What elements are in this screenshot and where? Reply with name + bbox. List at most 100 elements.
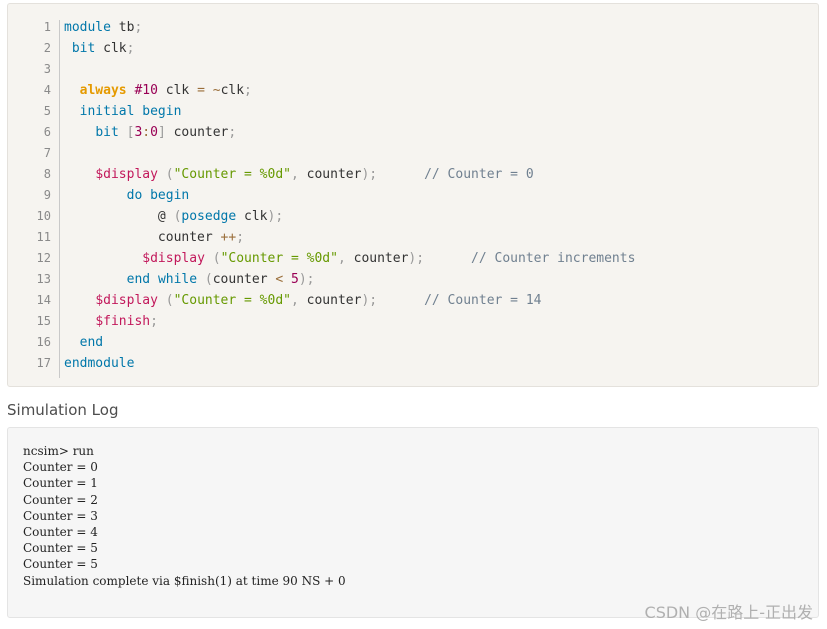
code-line: module tb; xyxy=(64,17,142,38)
log-line: Counter = 2 xyxy=(23,492,98,507)
simulation-log-title: Simulation Log xyxy=(7,401,119,419)
code-token: 0 xyxy=(150,125,158,140)
code-token xyxy=(64,293,95,308)
line-number: 8 xyxy=(43,167,51,181)
code-token: // Counter increments xyxy=(471,251,636,266)
line-number: 17 xyxy=(36,356,51,370)
code-token xyxy=(64,125,95,140)
code-token xyxy=(283,272,291,287)
log-line: Counter = 1 xyxy=(23,476,98,491)
code-token xyxy=(142,188,150,203)
code-token: 5 xyxy=(291,272,299,287)
line-number: 9 xyxy=(43,188,51,202)
code-token xyxy=(119,125,127,140)
line-number: 2 xyxy=(43,41,51,55)
line-number: 4 xyxy=(43,83,51,97)
line-number: 14 xyxy=(36,293,51,307)
code-token: "Counter = %0d" xyxy=(220,251,338,266)
code-line: initial begin xyxy=(64,101,182,122)
code-token: ) xyxy=(298,272,307,287)
code-token xyxy=(64,83,80,98)
code-token: [ xyxy=(126,125,135,140)
code-line: $display ("Counter = %0d", counter); // … xyxy=(64,290,541,311)
code-line: bit clk; xyxy=(64,38,135,59)
code-token: ) xyxy=(267,209,276,224)
code-token: bit xyxy=(71,41,96,56)
code-token: counter xyxy=(212,272,276,287)
code-token: counter xyxy=(345,251,409,266)
code-token xyxy=(158,167,166,182)
code-line: end while (counter < 5); xyxy=(64,269,315,290)
line-number: 5 xyxy=(43,104,51,118)
code-token: module xyxy=(64,20,111,35)
code-token: while xyxy=(157,272,198,287)
code-token xyxy=(64,209,158,224)
code-token: ; xyxy=(126,41,135,56)
code-line: counter ++; xyxy=(64,227,244,248)
code-token xyxy=(64,104,80,119)
line-number: 15 xyxy=(36,314,51,328)
code-token xyxy=(205,251,213,266)
code-token: ; xyxy=(416,251,425,266)
code-token: ; xyxy=(306,272,315,287)
code-token: ; xyxy=(244,83,252,98)
code-line: endmodule xyxy=(64,353,134,374)
code-line: $display ("Counter = %0d", counter); // … xyxy=(64,248,635,269)
code-token: // Counter = 0 xyxy=(424,167,534,182)
code-token xyxy=(64,167,95,182)
code-token: ; xyxy=(236,230,245,245)
code-token: $display xyxy=(95,167,158,182)
code-token: < xyxy=(275,272,284,287)
code-token: , xyxy=(337,251,346,266)
code-token: begin xyxy=(142,104,182,119)
code-token xyxy=(64,272,127,287)
code-token: ] xyxy=(157,125,166,140)
code-token xyxy=(64,335,80,350)
code-token: , xyxy=(291,293,299,308)
code-token: do xyxy=(126,188,143,203)
code-token: ) xyxy=(361,167,370,182)
code-token: counter xyxy=(165,125,229,140)
code-line: @ (posedge clk); xyxy=(64,206,283,227)
code-token: counter xyxy=(64,230,221,245)
code-token: ++ xyxy=(220,230,237,245)
code-token: ( xyxy=(204,272,213,287)
code-token: = xyxy=(197,83,205,98)
code-token xyxy=(197,272,205,287)
code-token: clk xyxy=(220,83,245,98)
code-token: $finish xyxy=(95,314,151,329)
code-token: ( xyxy=(165,167,174,182)
code-token xyxy=(64,251,142,266)
line-number: 13 xyxy=(36,272,51,286)
code-token: : xyxy=(142,125,151,140)
code-line: do begin xyxy=(64,185,190,206)
code-token: ; xyxy=(150,314,158,329)
code-token: tb xyxy=(110,20,135,35)
code-token xyxy=(64,41,72,56)
code-line: always #10 clk = ~clk; xyxy=(64,80,252,101)
code-token: @ xyxy=(157,209,166,224)
code-token: end xyxy=(126,272,151,287)
code-token: "Counter = %0d" xyxy=(173,293,291,308)
code-line: $finish; xyxy=(64,311,158,332)
code-token: #10 xyxy=(134,83,158,98)
line-number: 1 xyxy=(43,20,51,34)
code-token: begin xyxy=(150,188,190,203)
code-token: $display xyxy=(142,251,205,266)
code-token: ; xyxy=(134,20,143,35)
code-token: $display xyxy=(95,293,158,308)
log-line: Counter = 0 xyxy=(23,460,98,475)
code-token: ~ xyxy=(212,83,221,98)
code-token: clk xyxy=(95,41,127,56)
line-number: 10 xyxy=(36,209,51,223)
code-token: clk xyxy=(157,83,198,98)
code-token: , xyxy=(291,167,299,182)
watermark: CSDN @在路上-正出发 xyxy=(644,603,813,622)
code-token: // Counter = 14 xyxy=(424,293,542,308)
log-line: ncsim> run xyxy=(23,444,94,458)
code-token: posedge xyxy=(181,209,237,224)
code-token: endmodule xyxy=(64,356,135,371)
